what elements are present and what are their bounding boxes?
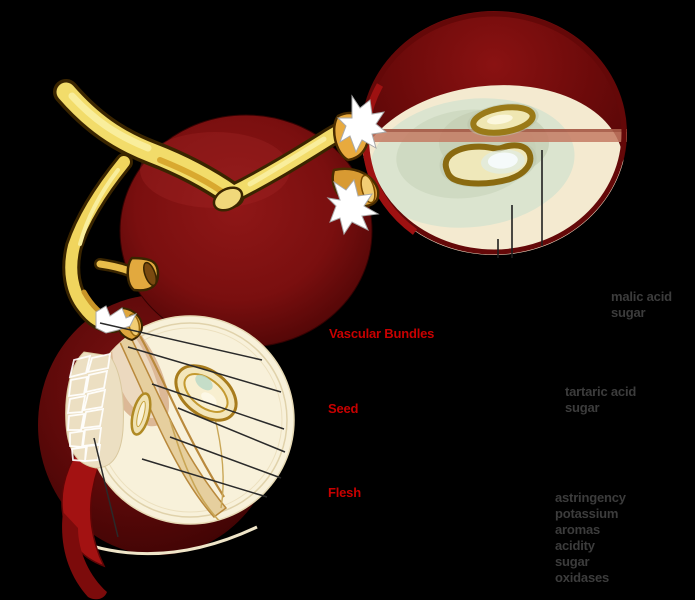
cut-seed bbox=[174, 364, 238, 422]
sliced-grape-skin-edge bbox=[362, 83, 418, 235]
zone-label-line: malic acid bbox=[611, 289, 672, 304]
seed-bottom bbox=[439, 142, 537, 188]
cut-grape-bottom-rim bbox=[91, 525, 258, 556]
skin-flap-tail bbox=[62, 512, 107, 600]
label-middle-zone: tartaric acid sugar bbox=[565, 384, 636, 416]
cut-grape-face bbox=[65, 315, 295, 525]
zone-label-line: sugar bbox=[565, 400, 600, 415]
zone-label-line: sugar bbox=[611, 305, 646, 320]
label-vascular-bundles: Vascular Bundles bbox=[329, 326, 435, 341]
label-skin-zone: astringency potassium aromas acidity sug… bbox=[555, 490, 626, 586]
zone-label-line: tartaric acid bbox=[565, 384, 637, 399]
stem-cut-end bbox=[212, 186, 244, 212]
label-seed: Seed bbox=[328, 401, 359, 416]
zone-pointer-lines bbox=[497, 150, 543, 258]
part-pointer-lines bbox=[93, 322, 286, 538]
zone-label-line: aromas bbox=[555, 522, 601, 537]
zone-label-line: astringency bbox=[555, 490, 626, 505]
zone-label-line: potassium bbox=[555, 506, 619, 521]
seed-top bbox=[467, 103, 539, 137]
sliced-grape-cross-section bbox=[361, 11, 627, 255]
label-flesh: Flesh bbox=[328, 485, 361, 500]
sliced-grape-cut-face bbox=[361, 85, 627, 255]
label-inner-zone: malic acid sugar bbox=[611, 289, 672, 321]
brush-web bbox=[65, 351, 124, 469]
zone-label-line: oxidases bbox=[555, 570, 610, 585]
zone-label-line: sugar bbox=[555, 554, 590, 569]
brush-fibers bbox=[95, 94, 388, 334]
zone-label-line: acidity bbox=[555, 538, 595, 553]
cut-seed-sliver bbox=[130, 392, 152, 436]
